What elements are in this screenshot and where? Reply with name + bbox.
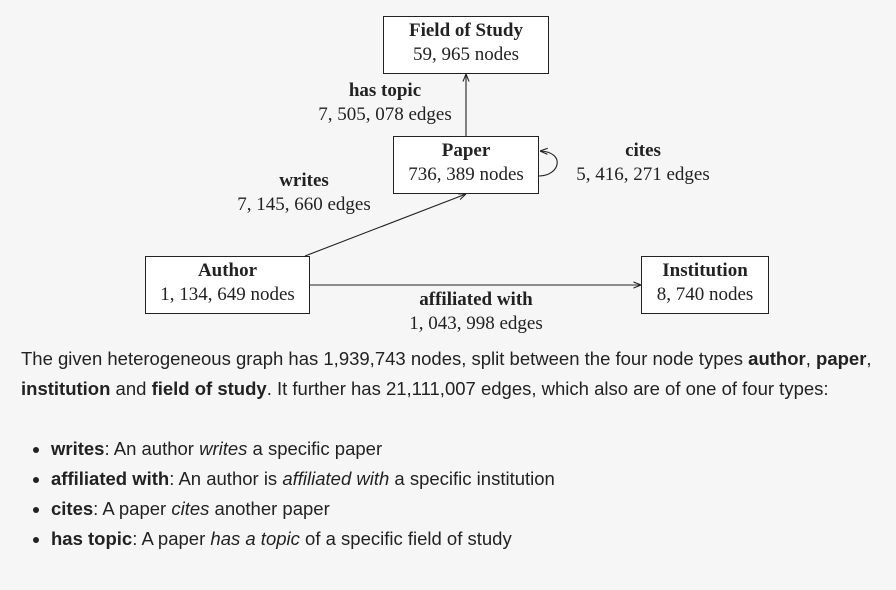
edge-name: writes (279, 170, 329, 191)
list-term: affiliated with (51, 468, 170, 489)
edge-name: has topic (348, 80, 422, 101)
text: , (866, 348, 872, 369)
edges-layer (304, 74, 641, 340)
heterogeneous-graph-diagram: Field of Study 59, 965 nodes Paper 736, … (145, 16, 769, 340)
text: a specific institution (389, 468, 555, 489)
node-title: Field of Study (408, 20, 524, 41)
text: a specific paper (247, 438, 383, 459)
list-item-has-topic: has topic: A paper has a topic of a spec… (51, 524, 881, 554)
term-author: author (748, 348, 806, 369)
text: . It further has 21,111,007 edges, which… (266, 378, 829, 399)
list-term: has topic (51, 528, 133, 549)
edge-count: 7, 145, 660 edges (237, 194, 371, 215)
graph-description: The given heterogeneous graph has 1,939,… (21, 344, 881, 554)
node-paper: Paper 736, 389 nodes (393, 136, 539, 194)
node-count: 59, 965 nodes (412, 44, 520, 65)
edge-label-cites: cites 5, 416, 271 edges (563, 139, 723, 187)
text: and (110, 378, 152, 399)
edge-type-list: writes: An author writes a specific pape… (21, 434, 881, 554)
edge-label-writes: writes 7, 145, 660 edges (222, 169, 386, 217)
list-term: writes (51, 438, 105, 459)
term-institution: institution (21, 378, 111, 399)
node-author: Author 1, 134, 649 nodes (145, 256, 310, 314)
text: : A paper (132, 528, 211, 549)
text: : An author (104, 438, 200, 459)
text: , (805, 348, 817, 369)
emphasis: cites (171, 498, 210, 519)
edge-name: affiliated with (419, 289, 533, 310)
node-count: 1, 134, 649 nodes (160, 284, 295, 305)
text: of a specific field of study (299, 528, 512, 549)
edge-count: 1, 043, 998 edges (409, 313, 543, 334)
text: : A paper (93, 498, 172, 519)
edge-count: 5, 416, 271 edges (576, 164, 710, 185)
list-term: cites (51, 498, 94, 519)
node-title: Author (197, 260, 258, 281)
node-title: Paper (441, 140, 491, 161)
edge-writes (304, 194, 466, 257)
list-item-affiliated-with: affiliated with: An author is affiliated… (51, 464, 881, 494)
edge-name: cites (625, 140, 661, 161)
list-item-cites: cites: A paper cites another paper (51, 494, 881, 524)
edge-label-has-topic: has topic 7, 505, 078 edges (300, 79, 470, 127)
text: another paper (209, 498, 330, 519)
edge-label-affiliated-with: affiliated with 1, 043, 998 edges (386, 288, 566, 336)
description-paragraph: The given heterogeneous graph has 1,939,… (21, 344, 881, 404)
text: : An author is (169, 468, 283, 489)
node-field-of-study: Field of Study 59, 965 nodes (383, 16, 549, 74)
node-count: 8, 740 nodes (656, 284, 754, 305)
list-item-writes: writes: An author writes a specific pape… (51, 434, 881, 464)
emphasis: affiliated with (282, 468, 390, 489)
node-institution: Institution 8, 740 nodes (641, 256, 769, 314)
emphasis: writes (199, 438, 248, 459)
term-paper: paper (816, 348, 867, 369)
text: The given heterogeneous graph has 1,939,… (21, 348, 749, 369)
term-field-of-study: field of study (151, 378, 267, 399)
emphasis: has a topic (210, 528, 300, 549)
node-title: Institution (662, 260, 748, 281)
edge-count: 7, 505, 078 edges (318, 104, 452, 125)
edge-cites-loop (538, 151, 558, 177)
node-count: 736, 389 nodes (408, 164, 524, 185)
